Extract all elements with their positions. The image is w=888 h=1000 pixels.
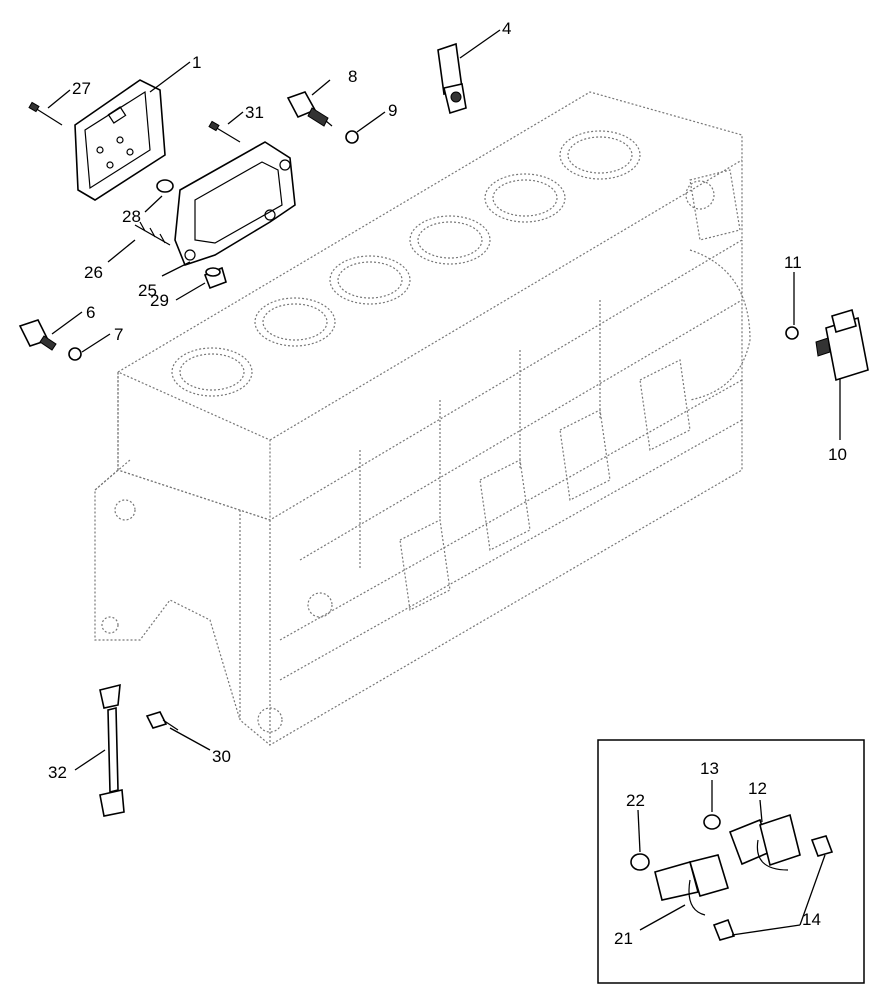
o-ring-part-11 [785, 326, 799, 340]
callout-28: 28 [122, 207, 141, 226]
grommet-part-28 [156, 179, 174, 193]
bolt-part-31 [208, 120, 241, 143]
callout-6: 6 [86, 303, 95, 322]
bolt-part-14-upper [810, 835, 834, 857]
callout-30: 30 [212, 747, 231, 766]
callout-13: 13 [700, 759, 719, 778]
temperature-sensor [286, 91, 333, 127]
bolt-part-14-lower [712, 918, 736, 941]
sensor-part-6 [18, 319, 57, 351]
callouts: 1 4 6 7 8 9 10 11 12 13 14 21 22 25 26 2… [48, 19, 847, 948]
stud-part-26 [134, 221, 171, 246]
ecu-bracket [174, 141, 296, 266]
engine-block [94, 91, 751, 747]
o-ring-part-9 [345, 130, 359, 144]
callout-14: 14 [802, 910, 821, 929]
bolt-part-27 [28, 101, 63, 126]
callout-26: 26 [84, 263, 103, 282]
callout-32: 32 [48, 763, 67, 782]
o-ring-part-7 [68, 347, 82, 361]
callout-1: 1 [192, 53, 201, 72]
o-ring-part-22 [630, 853, 650, 871]
o-ring-part-13 [703, 814, 721, 830]
callout-21: 21 [614, 929, 633, 948]
callout-22: 22 [626, 791, 645, 810]
callout-12: 12 [748, 779, 767, 798]
callout-7: 7 [114, 325, 123, 344]
callout-4: 4 [502, 19, 511, 38]
callout-29: 29 [150, 291, 169, 310]
callout-27: 27 [72, 79, 91, 98]
callout-9: 9 [388, 101, 397, 120]
plug-part-29 [203, 266, 227, 290]
callout-25: 25 [138, 281, 157, 300]
callout-10: 10 [828, 445, 847, 464]
ecu-module [74, 79, 166, 201]
sensor-part-21 [654, 854, 730, 916]
callout-11: 11 [784, 253, 802, 272]
sensor-part-12 [728, 813, 801, 871]
callout-31: 31 [245, 103, 264, 122]
bolt-part-30 [145, 711, 179, 731]
sensor-part-4 [437, 42, 467, 115]
leader-lines [47, 29, 841, 936]
inset-detail [597, 739, 865, 984]
ground-strap [99, 683, 125, 817]
sensor-part-10 [815, 308, 869, 382]
callout-8: 8 [348, 67, 357, 86]
